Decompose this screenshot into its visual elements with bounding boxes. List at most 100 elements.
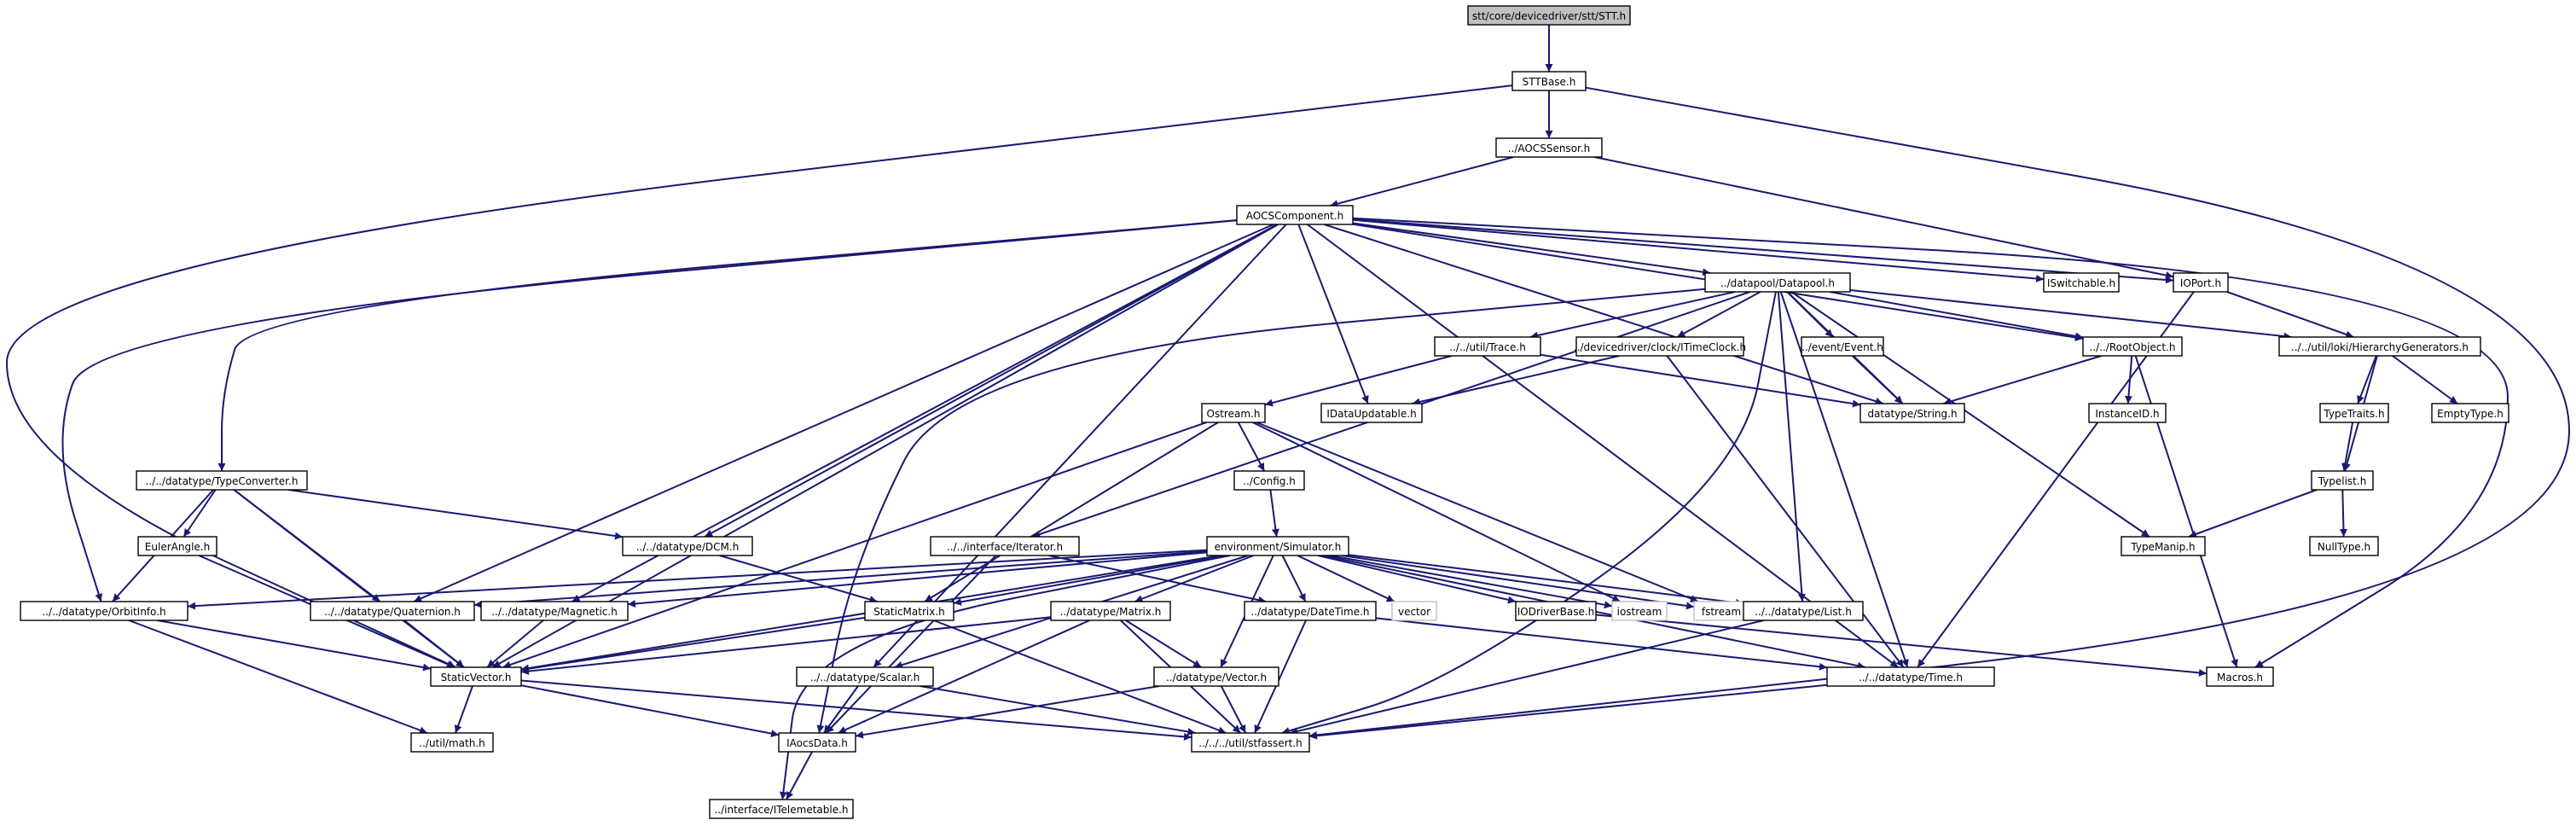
node-vector_dt[interactable]: ../datatype/Vector.h — [1153, 666, 1279, 687]
node-box — [1467, 5, 1631, 26]
node-box — [778, 732, 856, 753]
node-itimeclock[interactable]: ../devicedriver/clock/ITimeClock.h — [1574, 336, 1746, 357]
node-label: ../datapool/Datapool.h — [1720, 277, 1835, 289]
node-datapool[interactable]: ../datapool/Datapool.h — [1704, 272, 1851, 293]
edge-aocscomp-to-orbitinfo — [61, 219, 1238, 602]
node-box — [1206, 536, 1349, 556]
node-label: EulerAngle.h — [145, 541, 210, 553]
node-label: environment/Simulator.h — [1215, 541, 1342, 553]
node-box — [1826, 666, 1995, 687]
node-emptytype[interactable]: EmptyType.h — [2431, 403, 2509, 423]
node-box — [2121, 536, 2206, 556]
node-label: ../../datatype/Scalar.h — [810, 672, 920, 683]
node-label: AOCSComponent.h — [1246, 210, 1344, 222]
node-label: stt/core/devicedriver/stt/STT.h — [1472, 10, 1626, 22]
node-nulltype[interactable]: NullType.h — [2309, 536, 2379, 556]
node-iodriverbase[interactable]: IODriverBase.h — [1515, 601, 1597, 621]
edge-aocssensor-to-ioport — [1593, 156, 2174, 279]
edge-rootobject-to-string — [1943, 355, 2102, 405]
node-box — [1575, 336, 1744, 357]
edge-dcm-to-staticmatrix — [719, 555, 878, 603]
node-box — [2278, 336, 2481, 357]
node-box — [1801, 336, 1884, 357]
edge-simulator-to-vector_std — [1297, 555, 1395, 602]
node-datetime[interactable]: ../datatype/DateTime.h — [1244, 601, 1377, 621]
edge-magnetic-to-staticvector — [486, 620, 544, 668]
node-label: ../../datatype/List.h — [1755, 606, 1852, 618]
node-typelist[interactable]: Typelist.h — [2311, 470, 2374, 491]
node-aocssensor[interactable]: ../AOCSSensor.h — [1495, 137, 1603, 158]
edge-datapool-to-typemanip — [1790, 291, 2150, 538]
node-stfassert[interactable]: ../../../util/stfassert.h — [1191, 732, 1310, 753]
node-eulerangle[interactable]: EulerAngle.h — [137, 536, 218, 556]
edge-typelist-to-nulltype — [2339, 489, 2347, 538]
node-iaocsdata[interactable]: IAocsData.h — [778, 732, 856, 753]
node-instanceid[interactable]: InstanceID.h — [2088, 403, 2167, 423]
node-sttbase[interactable]: STTBase.h — [1511, 71, 1587, 91]
node-config[interactable]: ../Config.h — [1233, 470, 1305, 491]
node-event[interactable]: ../event/Event.h — [1801, 336, 1884, 357]
node-ioport[interactable]: IOPort.h — [2173, 272, 2229, 293]
node-scalar[interactable]: ../../datatype/Scalar.h — [796, 666, 934, 687]
node-stt[interactable]: stt/core/devicedriver/stt/STT.h — [1467, 5, 1631, 26]
node-simulator[interactable]: environment/Simulator.h — [1206, 536, 1349, 556]
node-box — [709, 799, 854, 819]
node-box — [2173, 272, 2229, 293]
edge-aocscomp-to-quaternion — [413, 224, 1274, 602]
node-label: datatype/String.h — [1867, 408, 1957, 420]
node-staticmatrix[interactable]: StaticMatrix.h — [864, 601, 954, 621]
edge-typeconverter-to-eulerangle — [183, 489, 217, 538]
node-quaternion[interactable]: ../../datatype/Quaternion.h — [310, 601, 475, 621]
node-math[interactable]: ../util/math.h — [410, 732, 494, 753]
node-box — [1236, 205, 1354, 225]
edge-datetime-to-stfassert — [1254, 620, 1307, 734]
edge-datapool-to-trace — [1529, 291, 1736, 340]
node-typeconverter[interactable]: ../../datatype/TypeConverter.h — [136, 470, 308, 491]
node-time[interactable]: ../../datatype/Time.h — [1826, 666, 1995, 687]
edge-simulator-to-quaternion — [473, 550, 1208, 608]
edge-staticmatrix-to-staticvector — [520, 616, 866, 673]
node-ostream[interactable]: Ostream.h — [1201, 403, 1266, 423]
node-label: InstanceID.h — [2095, 408, 2159, 420]
node-box — [622, 536, 753, 556]
node-dcm[interactable]: ../../datatype/DCM.h — [622, 536, 753, 556]
node-fstream: fstream — [1693, 601, 1749, 621]
node-label: ../../util/loki/HierarchyGenerators.h — [2291, 341, 2469, 353]
edge-ostream-to-iostream — [1252, 422, 1621, 602]
edge-typelist-to-typemanip — [2188, 489, 2318, 538]
node-hiergen[interactable]: ../../util/loki/HierarchyGenerators.h — [2278, 336, 2481, 357]
edge-datapool-to-list — [1777, 291, 1806, 602]
node-orbitinfo[interactable]: ../../datatype/OrbitInfo.h — [20, 601, 189, 621]
node-box — [796, 666, 934, 687]
node-aocscomp[interactable]: AOCSComponent.h — [1236, 205, 1354, 225]
node-iswitchable[interactable]: ISwitchable.h — [2043, 272, 2120, 293]
node-box — [137, 536, 218, 556]
node-box — [136, 470, 308, 491]
edge-simulator-to-orbitinfo — [187, 549, 1208, 610]
node-label: IAocsData.h — [786, 737, 848, 749]
node-rootobject[interactable]: ../../RootObject.h — [2082, 336, 2183, 357]
node-itelemetable[interactable]: ../interface/ITelemetable.h — [709, 799, 854, 819]
node-label: ../../RootObject.h — [2089, 341, 2175, 353]
node-typetraits[interactable]: TypeTraits.h — [2319, 403, 2389, 423]
node-box — [2088, 403, 2167, 423]
node-list[interactable]: ../../datatype/List.h — [1743, 601, 1864, 621]
node-macros[interactable]: Macros.h — [2206, 666, 2274, 687]
node-label: ../devicedriver/clock/ITimeClock.h — [1574, 341, 1746, 353]
node-matrix[interactable]: ../datatype/Matrix.h — [1050, 601, 1171, 621]
node-typemanip[interactable]: TypeManip.h — [2121, 536, 2206, 556]
node-box — [1191, 732, 1310, 753]
node-string[interactable]: datatype/String.h — [1859, 403, 1965, 423]
node-staticvector[interactable]: StaticVector.h — [430, 666, 522, 687]
edge-sttbase-to-stfassert — [1308, 86, 2571, 739]
node-box — [1495, 137, 1603, 158]
edge-staticvector-to-iaocsdata — [520, 684, 780, 738]
node-magnetic[interactable]: ../../datatype/Magnetic.h — [480, 601, 629, 621]
node-trace[interactable]: ../../util/Trace.h — [1434, 336, 1541, 357]
node-idataupdatable[interactable]: IDataUpdatable.h — [1320, 403, 1423, 423]
edge-aocscomp-to-datapool — [1352, 222, 1711, 276]
edge-aocssensor-to-aocscomp — [1330, 156, 1514, 208]
node-label: ../datatype/DateTime.h — [1250, 606, 1369, 618]
edge-simulator-to-iodriverbase — [1317, 555, 1517, 604]
node-iterator[interactable]: ../../interface/Iterator.h — [930, 536, 1080, 556]
